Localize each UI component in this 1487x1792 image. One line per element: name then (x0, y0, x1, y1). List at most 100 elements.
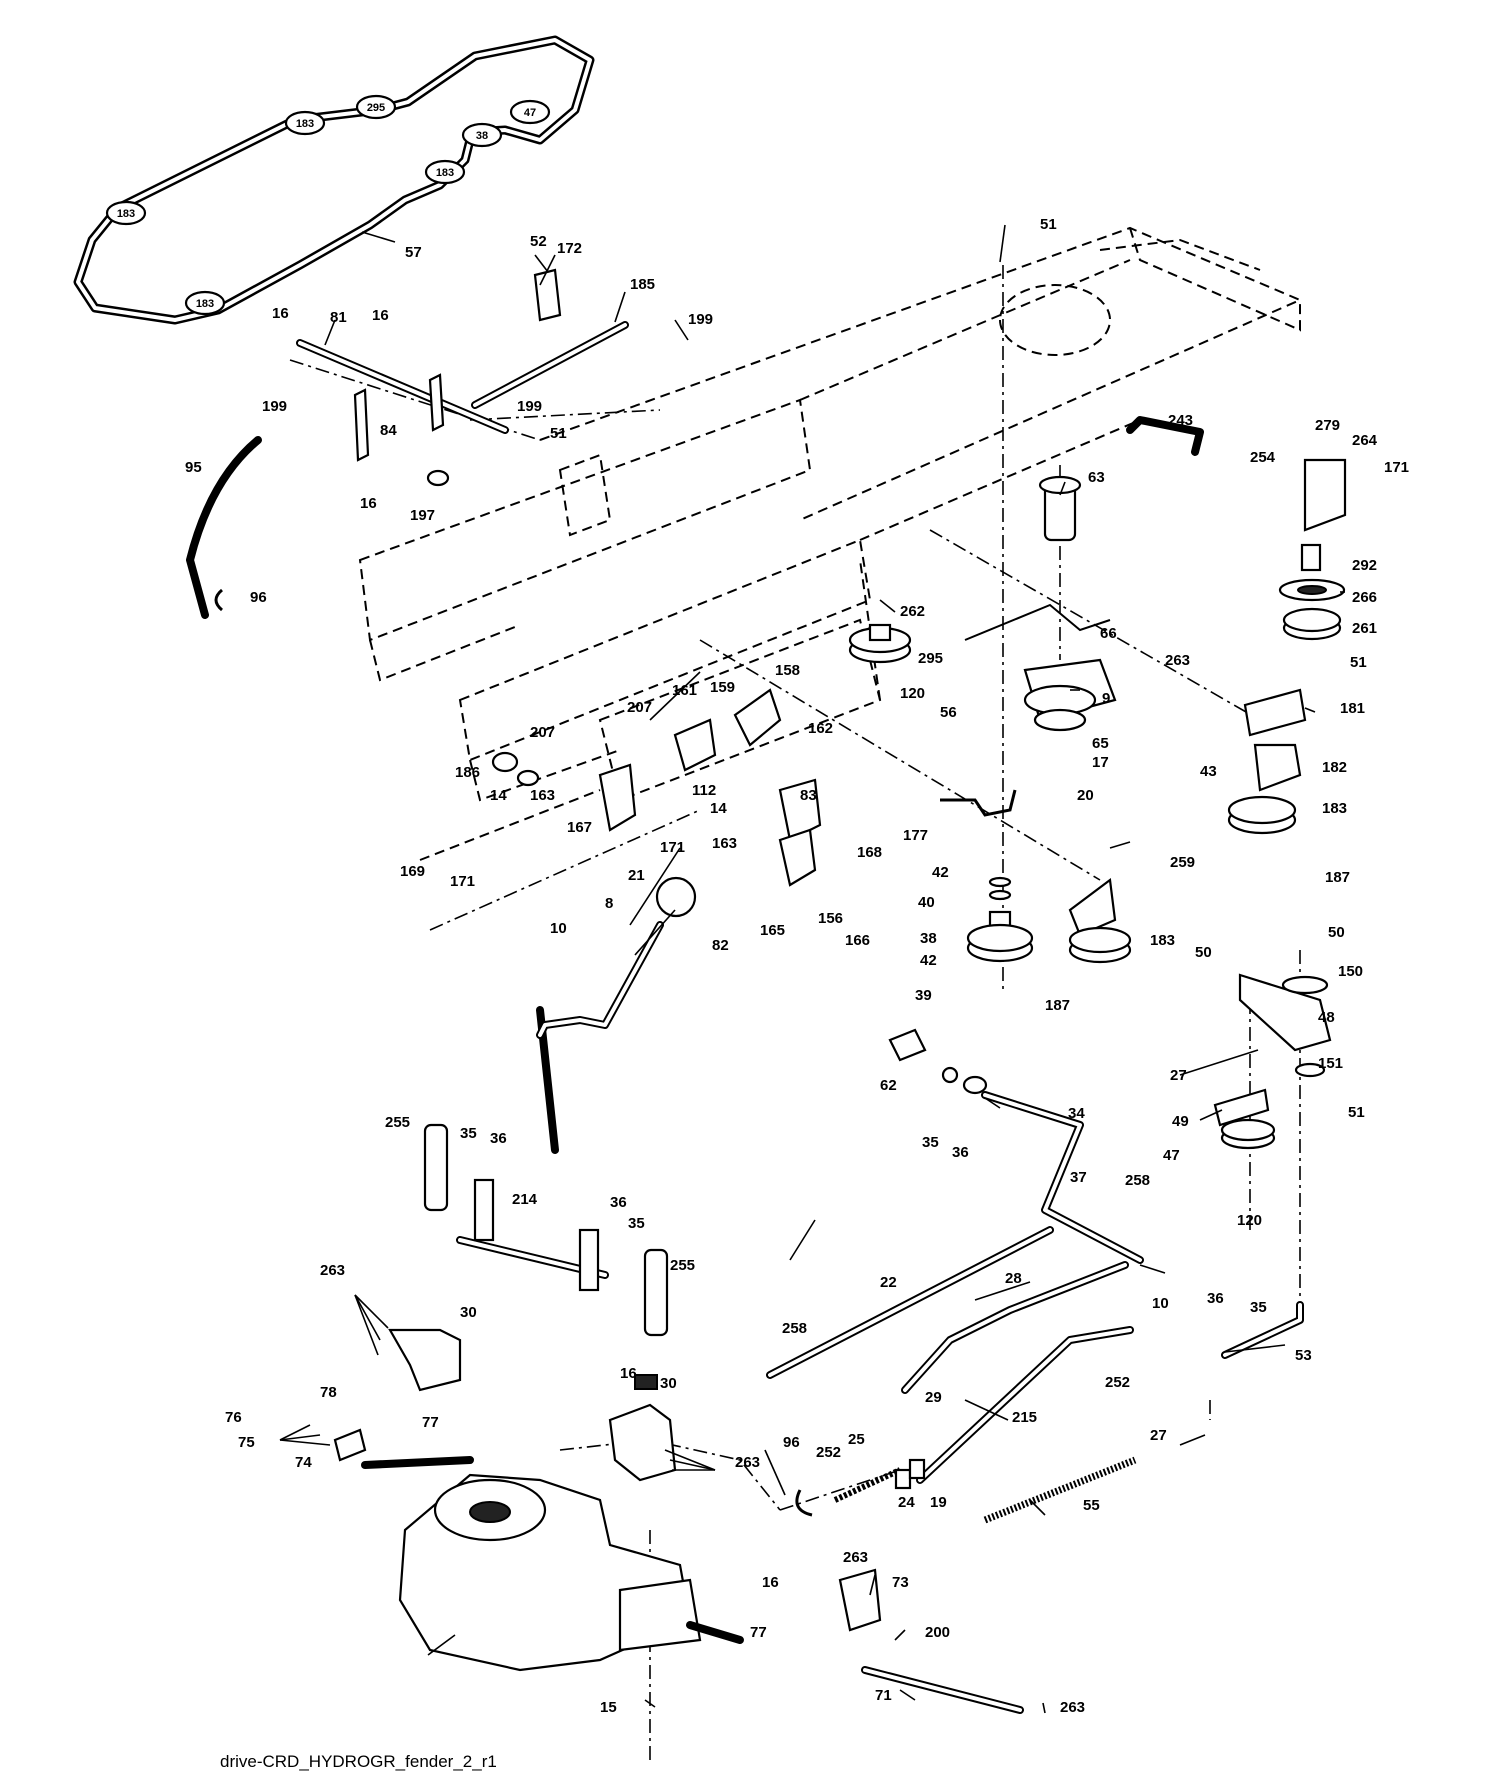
part-label: 167 (567, 819, 592, 836)
part-label: 49 (1172, 1113, 1189, 1130)
part-label: 199 (262, 398, 287, 415)
part-label: 263 (843, 1549, 868, 1566)
part-label: 73 (892, 1574, 909, 1591)
part-label: 66 (1100, 625, 1117, 642)
svg-text:38: 38 (476, 130, 488, 142)
part-label: 48 (1318, 1009, 1335, 1026)
part-label: 254 (1250, 449, 1276, 466)
part-label: 78 (320, 1384, 337, 1401)
part-label: 264 (1352, 432, 1378, 449)
part-label: 159 (710, 679, 735, 696)
part-label: 17 (1092, 754, 1109, 771)
part-label: 24 (898, 1494, 915, 1511)
part-label: 163 (712, 835, 737, 852)
part-label: 27 (1150, 1427, 1167, 1444)
part-label: 82 (712, 937, 729, 954)
part-label: 207 (530, 724, 555, 741)
part-label: 181 (1340, 700, 1365, 717)
part-label: 168 (857, 844, 882, 861)
svg-text:183: 183 (436, 167, 454, 179)
part-label: 263 (735, 1454, 760, 1471)
part-label: 259 (1170, 854, 1195, 871)
part-label: 200 (925, 1624, 950, 1641)
part-label: 50 (1195, 944, 1212, 961)
part-label: 255 (385, 1114, 410, 1131)
part-label: 166 (845, 932, 870, 949)
part-label: 14 (490, 787, 507, 804)
part-label: 57 (405, 244, 422, 261)
part-label: 30 (660, 1375, 677, 1392)
part-label: 8 (605, 895, 613, 912)
belt-pulley: 295 (355, 94, 397, 120)
parts (214, 268, 1347, 1672)
part-label: 56 (940, 704, 957, 721)
part-label: 96 (783, 1434, 800, 1451)
part-label: 156 (818, 910, 843, 927)
part-label: 186 (455, 764, 480, 781)
part-label: 172 (557, 240, 582, 257)
part-label: 62 (880, 1077, 897, 1094)
part-label: 263 (320, 1262, 345, 1279)
part-label: 27 (1170, 1067, 1187, 1084)
part-label: 81 (330, 309, 347, 326)
part-label: 165 (760, 922, 785, 939)
part-label: 112 (692, 782, 716, 799)
part-label: 77 (422, 1414, 439, 1431)
part-label: 39 (915, 987, 932, 1004)
part-label: 95 (185, 459, 202, 476)
part-label: 36 (1207, 1290, 1224, 1307)
part-label: 151 (1318, 1055, 1343, 1072)
part-label: 199 (688, 311, 713, 328)
part-label: 42 (920, 952, 937, 969)
belt-pulley: 183 (105, 200, 147, 226)
part-label: 177 (903, 827, 928, 844)
part-label: 183 (1322, 800, 1347, 817)
part-label: 42 (932, 864, 949, 881)
part-label: 35 (628, 1215, 645, 1232)
part-label: 16 (762, 1574, 779, 1591)
part-label: 40 (918, 894, 935, 911)
part-label: 171 (660, 839, 685, 856)
part-label: 74 (295, 1454, 312, 1471)
part-label: 47 (1163, 1147, 1180, 1164)
part-label: 162 (808, 720, 833, 737)
part-label: 197 (410, 507, 435, 524)
part-label: 20 (1077, 787, 1094, 804)
part-label: 263 (1060, 1699, 1085, 1716)
part-label: 36 (490, 1130, 507, 1147)
part-label: 120 (900, 685, 925, 702)
part-label: 161 (672, 682, 697, 699)
belt-pulleys: 295 183 47 38 183 183 183 (105, 94, 551, 316)
part-label: 243 (1168, 412, 1193, 429)
part-label: 77 (750, 1624, 767, 1641)
part-label: 16 (620, 1365, 637, 1382)
part-label: 120 (1237, 1212, 1262, 1229)
part-label: 35 (1250, 1299, 1267, 1316)
part-label: 38 (920, 930, 937, 947)
part-label: 261 (1352, 620, 1377, 637)
part-label: 96 (250, 589, 267, 606)
part-label: 258 (1125, 1172, 1150, 1189)
svg-text:183: 183 (296, 118, 314, 130)
part-label: 37 (1070, 1169, 1087, 1186)
part-label: 150 (1338, 963, 1363, 980)
part-label: 19 (930, 1494, 947, 1511)
part-label: 9 (1102, 690, 1110, 707)
svg-text:183: 183 (196, 298, 214, 310)
part-label: 51 (550, 425, 567, 442)
belt-pulley: 183 (184, 290, 226, 316)
part-label: 182 (1322, 759, 1347, 776)
part-labels: 57 52 172 185 199 16 81 16 199 199 84 51… (185, 216, 1409, 1716)
diagram-caption: drive-CRD_HYDROGR_fender_2_r1 (220, 1752, 497, 1771)
part-label: 28 (1005, 1270, 1022, 1287)
part-label: 83 (800, 787, 817, 804)
part-label: 183 (1150, 932, 1175, 949)
part-label: 266 (1352, 589, 1377, 606)
part-label: 51 (1350, 654, 1367, 671)
part-label: 263 (1165, 652, 1190, 669)
part-label: 295 (918, 650, 943, 667)
part-label: 10 (1152, 1295, 1169, 1312)
part-label: 53 (1295, 1347, 1312, 1364)
part-label: 50 (1328, 924, 1345, 941)
part-label: 258 (782, 1320, 807, 1337)
